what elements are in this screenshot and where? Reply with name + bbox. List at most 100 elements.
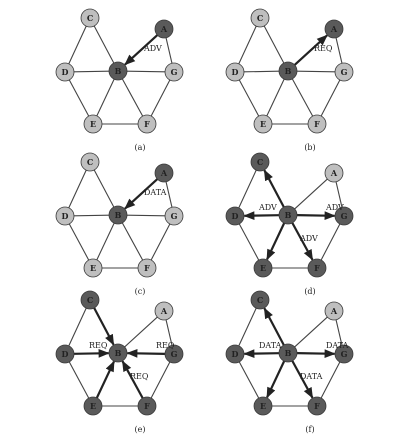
- edge-C-D: [68, 25, 87, 65]
- node-C-circle: [80, 152, 100, 172]
- node-C-letter: C: [87, 13, 93, 23]
- node-B-circle: [278, 61, 298, 81]
- node-B-circle: [278, 205, 298, 225]
- node-G-circle: [334, 206, 354, 226]
- node-B: B: [278, 61, 298, 81]
- node-E-circle: [83, 396, 103, 416]
- edge-G-B: [126, 70, 166, 73]
- node-B: B: [108, 205, 128, 225]
- node-D: D: [225, 206, 245, 226]
- arrow-B-to-G: [296, 349, 336, 359]
- node-C-letter: C: [257, 295, 263, 305]
- edge-A-G: [165, 181, 173, 208]
- node-D-letter: D: [232, 67, 239, 77]
- node-F: F: [307, 258, 327, 278]
- edge-A-G: [335, 319, 343, 346]
- node-A-letter: A: [160, 306, 168, 316]
- node-E-circle: [253, 258, 273, 278]
- node-A-circle: [324, 301, 344, 321]
- node-D: D: [55, 344, 75, 364]
- node-G-letter: G: [171, 211, 178, 221]
- node-A: A: [154, 301, 174, 321]
- edge-D-E: [68, 79, 90, 117]
- panel-caption: (f): [305, 425, 314, 434]
- node-E-circle: [253, 396, 273, 416]
- arrow-C-to-B: [93, 307, 115, 346]
- node-E: E: [253, 258, 273, 278]
- node-F-circle: [307, 114, 327, 134]
- node-C: C: [250, 8, 270, 28]
- arrow-B-to-G: [296, 211, 336, 221]
- node-G-letter: G: [341, 211, 348, 221]
- node-E: E: [253, 396, 273, 416]
- node-B: B: [108, 343, 128, 363]
- node-B-circle: [108, 61, 128, 81]
- node-G-letter: G: [341, 67, 348, 77]
- edge-E-B: [96, 78, 115, 117]
- node-F: F: [137, 396, 157, 416]
- node-G: G: [164, 344, 184, 364]
- node-E: E: [83, 258, 103, 278]
- node-A-circle: [324, 19, 344, 39]
- panel-caption: (c): [135, 287, 146, 296]
- arrow-B-to-F: [291, 222, 314, 261]
- edge-F-B: [291, 78, 314, 117]
- panel-caption: (a): [134, 143, 145, 152]
- message-label: REQ: [156, 341, 175, 350]
- node-G-letter: G: [341, 349, 348, 359]
- edge-C-D: [68, 169, 87, 209]
- node-B-letter: B: [285, 348, 292, 358]
- message-label: ADV: [325, 203, 344, 212]
- node-C-letter: C: [87, 157, 93, 167]
- edge-A-B: [294, 178, 328, 210]
- edge-C-D: [238, 307, 257, 347]
- message-label: REQ: [314, 44, 333, 53]
- edge-A-G: [335, 181, 343, 208]
- node-C-circle: [80, 8, 100, 28]
- node-G-circle: [334, 344, 354, 364]
- node-F: F: [307, 114, 327, 134]
- edge-D-E: [238, 79, 260, 117]
- node-A: A: [154, 163, 174, 183]
- node-B-letter: B: [115, 210, 122, 220]
- node-A-circle: [324, 163, 344, 183]
- edge-F-G: [150, 223, 171, 261]
- arrow-B-to-F: [291, 360, 314, 399]
- node-E: E: [253, 114, 273, 134]
- edge-E-B: [266, 78, 285, 117]
- node-F-letter: F: [144, 401, 150, 411]
- edge-F-G: [320, 79, 341, 117]
- node-A: A: [324, 163, 344, 183]
- node-A: A: [154, 19, 174, 39]
- edge-C-D: [238, 169, 257, 209]
- node-A: A: [324, 301, 344, 321]
- node-A-letter: A: [330, 306, 338, 316]
- node-B-circle: [108, 205, 128, 225]
- node-D-letter: D: [62, 67, 69, 77]
- node-A-circle: [154, 19, 174, 39]
- node-E-letter: E: [90, 119, 96, 129]
- arrow-A-to-B: [124, 178, 159, 210]
- arrow-B-to-A: [293, 34, 328, 66]
- node-G-letter: G: [171, 67, 178, 77]
- node-E-circle: [83, 258, 103, 278]
- edge-F-B: [121, 78, 144, 117]
- node-F: F: [137, 114, 157, 134]
- edge-D-E: [238, 223, 260, 261]
- node-E-letter: E: [260, 263, 266, 273]
- panel-caption: (b): [304, 143, 315, 152]
- node-F-letter: F: [314, 119, 320, 129]
- node-E: E: [83, 396, 103, 416]
- node-G: G: [164, 206, 184, 226]
- node-B-letter: B: [115, 66, 122, 76]
- node-E-circle: [253, 114, 273, 134]
- message-label: REQ: [130, 372, 149, 381]
- arrow-B-to-D: [243, 349, 280, 359]
- node-E-letter: E: [90, 401, 96, 411]
- node-C: C: [250, 290, 270, 310]
- node-A-circle: [154, 301, 174, 321]
